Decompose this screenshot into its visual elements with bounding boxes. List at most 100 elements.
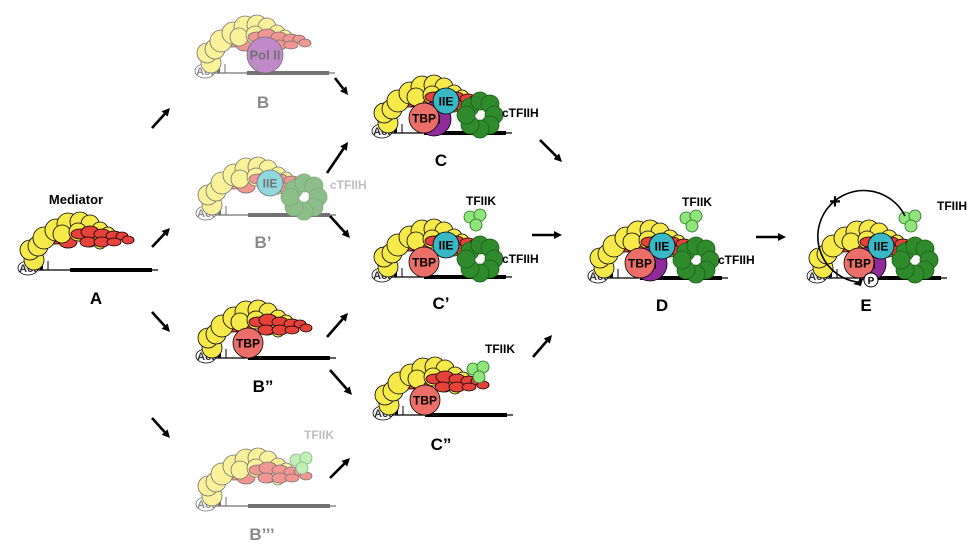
arrow-A-to-B [151, 108, 170, 129]
ctfiih [891, 236, 939, 284]
arrow-shaft [539, 139, 558, 158]
tfiik [898, 209, 922, 233]
arrowhead [343, 386, 352, 395]
tfiik [289, 451, 313, 475]
ctfiih-subunit [672, 250, 692, 270]
loop-arrowhead [853, 278, 863, 286]
mediator-head-subunit [52, 224, 72, 244]
arrow-shaft [532, 340, 548, 358]
arrow-shaft [329, 369, 348, 390]
state-label-C1: C’ [433, 294, 450, 313]
tfiik [463, 208, 487, 232]
arrow-B1-to-C [325, 142, 348, 174]
state-label-B2: B” [253, 377, 274, 396]
tfiie-label: IIE [874, 239, 889, 253]
tfiik-label: TFIIK [682, 195, 712, 209]
mediator-label: Mediator [49, 192, 103, 207]
tfiik-label: TFIIK [466, 194, 496, 208]
tfiie [432, 231, 460, 259]
mediator-head-subunit [229, 27, 249, 47]
state-label-B1: B’ [255, 233, 272, 252]
ctfiih-subunit [456, 105, 476, 125]
tfiih-label: TFIIH [937, 199, 967, 213]
tbp-label: TBP [413, 393, 437, 407]
tbp [232, 327, 264, 359]
mediator [197, 447, 313, 507]
arrow-B2-to-C2 [329, 369, 352, 395]
ctfiih-subunit [456, 249, 476, 269]
arrow-D-to-E [756, 233, 786, 241]
ctfiih-label: cTFIIH [330, 178, 367, 192]
arrow-shaft [326, 318, 344, 338]
state-label-B: B [257, 93, 269, 112]
arrow-shaft [329, 462, 346, 479]
arrowhead [340, 142, 348, 151]
tfiie [432, 87, 460, 115]
state-label-C2: C” [431, 435, 452, 454]
tbp [409, 384, 441, 416]
mediator [19, 211, 135, 271]
arrow-B2-to-C1 [326, 313, 348, 338]
arrowhead [554, 231, 562, 239]
arrowhead [341, 229, 350, 238]
ctfiih-label: cTFIIH [502, 252, 539, 266]
tfiik-label: TFIIK [485, 342, 515, 356]
arrowhead [161, 323, 170, 332]
tfiie-label: IIE [439, 238, 454, 252]
arrowhead [161, 228, 170, 237]
tfiie-label: IIE [655, 239, 670, 253]
phosphate [863, 272, 879, 288]
arrow-shaft [329, 215, 346, 233]
mediator-head-subunit [230, 169, 250, 189]
arrow-shaft [151, 417, 166, 433]
tbp-label: TBP [412, 111, 436, 125]
state-label-D: D [656, 296, 668, 315]
arrow-A-to-B3 [151, 417, 170, 438]
arrowhead [339, 86, 348, 95]
tfiik [679, 209, 703, 233]
arrow-shaft [151, 232, 166, 248]
tbp [624, 247, 656, 279]
arrow-C-to-D [539, 139, 562, 162]
ctfiih-label: cTFIIH [718, 253, 755, 267]
ctfiih [456, 235, 504, 283]
ctfiih [672, 236, 720, 284]
mediator [196, 14, 312, 74]
transition-arrows [151, 77, 786, 479]
ctfiih-subunit [280, 187, 300, 207]
arrow-C2-to-D [532, 335, 552, 358]
arrowhead [161, 429, 170, 438]
state-label-B3: B’’’ [249, 525, 274, 544]
tfiie [648, 232, 676, 260]
arrowhead [341, 458, 350, 467]
state-label-C: C [435, 151, 447, 170]
ctfiih-subunit [891, 250, 911, 270]
arrowhead [161, 108, 170, 117]
state-label-E: E [860, 296, 871, 315]
arrow-shaft [151, 311, 166, 327]
mediator-middle-subunit [283, 40, 299, 50]
arrowhead [339, 313, 348, 322]
tbp [408, 246, 440, 278]
arrowhead [543, 335, 552, 344]
tfiie [867, 232, 895, 260]
arrow-shaft [333, 77, 345, 90]
tfiik-label: TFIIK [304, 428, 334, 442]
arrowhead [778, 233, 786, 241]
arrow-shaft [325, 147, 345, 174]
pol2 [246, 36, 284, 74]
mediator-middle-subunit [121, 235, 135, 245]
phosphate-label: P [868, 276, 875, 287]
arrow-A-to-B2 [151, 311, 170, 332]
complex-A: Act [17, 211, 158, 276]
